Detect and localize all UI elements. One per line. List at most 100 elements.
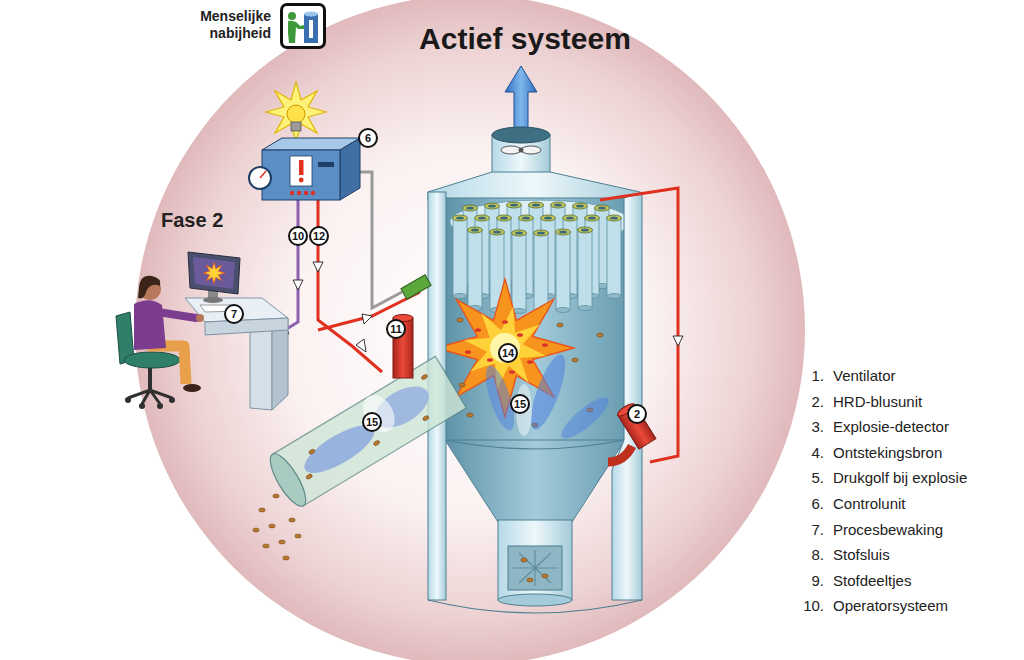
callout-number: 14 xyxy=(498,343,518,363)
dust-particle xyxy=(279,540,285,544)
desk-side xyxy=(272,318,288,410)
callout-number: 15 xyxy=(510,394,530,414)
filter-tube xyxy=(578,227,593,311)
housing-shoulder xyxy=(428,172,640,200)
warning-mark xyxy=(299,178,304,183)
phase-label: Fase 2 xyxy=(161,209,223,232)
suppressant-cloud xyxy=(298,416,381,481)
discharge-elbow xyxy=(608,446,632,462)
chair-wheel xyxy=(139,403,145,409)
proximity-icon xyxy=(283,6,323,46)
legend-number: 3. xyxy=(796,418,824,435)
dust-particle xyxy=(527,578,533,582)
legend-number: 8. xyxy=(796,546,824,563)
unit-button xyxy=(311,191,315,195)
unit-side xyxy=(340,138,360,200)
glowing-particle xyxy=(487,358,493,362)
suppression-unit xyxy=(616,402,656,449)
bulb-base xyxy=(291,122,301,131)
signal-arrow xyxy=(293,280,303,290)
legend-number: 9. xyxy=(796,572,824,589)
background-halo xyxy=(135,0,805,660)
dust-particle xyxy=(308,448,316,455)
dust-particle xyxy=(421,374,429,381)
legend-text: Ventilator xyxy=(833,367,896,384)
node-text: 7 xyxy=(231,309,237,320)
node-text: 14 xyxy=(502,348,514,359)
legend-number: 1. xyxy=(796,367,824,384)
legend-text: Ontstekingsbron xyxy=(833,444,942,461)
hopper-outlet xyxy=(498,594,572,606)
vessel-icon xyxy=(304,14,318,43)
legend-text: HRD-blusunit xyxy=(833,393,922,410)
person-legs xyxy=(148,346,186,384)
dust-particle xyxy=(295,534,301,538)
unit-slot xyxy=(318,162,334,167)
inlet-pipe xyxy=(264,356,466,510)
monitor xyxy=(188,252,240,294)
legend-text: Procesbewaking xyxy=(833,521,943,538)
rotary-valve xyxy=(508,546,562,590)
dust-particle xyxy=(263,544,269,548)
chair-base xyxy=(128,390,172,404)
desk-pedestal xyxy=(250,330,272,410)
node-text: 15 xyxy=(366,417,378,428)
chair-wheel xyxy=(169,397,175,403)
red-wire xyxy=(600,188,678,462)
housing-wall xyxy=(612,192,642,600)
node-text: 11 xyxy=(390,324,402,335)
legend-number: 6. xyxy=(796,495,824,512)
unit-front xyxy=(262,150,340,200)
housing-seam xyxy=(446,440,624,449)
legend-number: 5. xyxy=(796,469,824,486)
unit-display xyxy=(290,156,312,186)
filter-tube xyxy=(453,215,468,299)
callout-number: 15 xyxy=(362,412,382,432)
node-text: 15 xyxy=(514,399,526,410)
callout-number: 7 xyxy=(224,304,244,324)
person-hair xyxy=(138,276,160,299)
person-shoe xyxy=(183,384,201,392)
legend-text: Drukgolf bij explosie xyxy=(833,469,967,486)
dust-particle xyxy=(259,508,265,512)
signal-arrow xyxy=(356,339,366,352)
warning-mark xyxy=(299,160,304,175)
desk-front xyxy=(205,318,288,335)
node-text: 12 xyxy=(313,231,325,242)
unit-button xyxy=(290,191,294,195)
icon-background xyxy=(283,6,323,46)
dust-particle xyxy=(289,518,295,522)
dust-particle xyxy=(521,558,527,562)
callout-number: 6 xyxy=(358,128,378,148)
legend-number: 7. xyxy=(796,521,824,538)
filter-tube xyxy=(468,227,483,311)
dust-particle xyxy=(557,323,563,327)
dust-particle xyxy=(459,383,465,387)
explosion-core xyxy=(456,299,554,397)
person-hand xyxy=(196,314,204,322)
alarm-burst xyxy=(266,82,326,142)
suppressant-cloud xyxy=(357,389,402,438)
legend-text: Explosie-detector xyxy=(833,418,949,435)
dust-particle xyxy=(542,574,548,578)
person-head xyxy=(288,12,296,20)
fan-hub xyxy=(519,148,524,153)
person-body xyxy=(288,21,304,43)
duct-opening xyxy=(492,127,550,143)
dust-particle xyxy=(283,556,289,560)
gauge-needle xyxy=(260,171,266,178)
dust-particle xyxy=(572,358,578,362)
dust-particle xyxy=(269,524,275,528)
node-text: 10 xyxy=(292,231,304,242)
legend-number: 10. xyxy=(796,597,824,614)
node-text: 6 xyxy=(365,133,371,144)
node-text: 2 xyxy=(634,409,640,420)
person-arm xyxy=(158,312,196,318)
dust-particle xyxy=(253,528,259,532)
legend-text: Stofsluis xyxy=(833,546,890,563)
unit-button xyxy=(297,191,301,195)
legend-text: Stofdeeltjes xyxy=(833,572,911,589)
signal-arrow xyxy=(362,314,372,324)
screen-alarm xyxy=(203,262,225,284)
filter-tube xyxy=(607,215,622,299)
